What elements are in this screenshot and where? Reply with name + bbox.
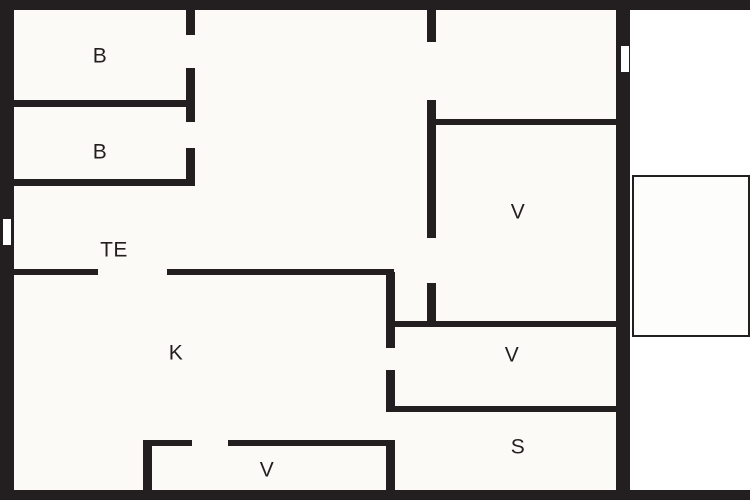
room-living-upper: V <box>510 200 526 224</box>
wall-exterior-right <box>616 0 630 500</box>
wall-exterior-left <box>0 0 14 500</box>
wall-partition-h-9 <box>228 440 395 446</box>
wall-partition-v-1 <box>186 0 195 35</box>
wall-partition-v-10 <box>386 440 395 492</box>
wall-partition-v-8 <box>386 370 395 412</box>
wall-partition-h-8 <box>143 440 192 446</box>
wall-partition-v-3 <box>186 148 195 186</box>
room-kitchen: K <box>168 341 184 365</box>
room-bedroom-upper: B <box>92 44 108 68</box>
wall-partition-h-1 <box>14 100 194 107</box>
room-living-bottom: V <box>259 458 275 482</box>
window-left-wall <box>2 218 12 246</box>
wall-partition-h-6 <box>392 321 618 327</box>
room-bedroom-lower: B <box>92 140 108 164</box>
wall-partition-v-5 <box>427 100 436 238</box>
wall-partition-v-2 <box>186 68 195 122</box>
wall-partition-v-4 <box>427 0 436 42</box>
room-terrace-entry: TE <box>100 238 128 262</box>
room-living-lower: V <box>504 343 520 367</box>
wall-partition-h-5 <box>167 269 394 275</box>
window-right-wall <box>620 45 630 73</box>
wall-partition-v-6 <box>427 283 436 327</box>
wall-partition-h-7 <box>392 406 618 412</box>
wall-exterior-top <box>0 0 750 10</box>
wall-partition-h-3 <box>434 119 618 125</box>
wall-partition-h-2 <box>14 179 194 186</box>
room-bath: S <box>510 435 526 459</box>
wall-partition-v-9 <box>143 440 152 492</box>
annex-extension <box>632 175 750 337</box>
wall-partition-h-4 <box>14 269 98 275</box>
wall-exterior-bottom <box>0 490 750 500</box>
wall-partition-v-7 <box>386 272 395 348</box>
